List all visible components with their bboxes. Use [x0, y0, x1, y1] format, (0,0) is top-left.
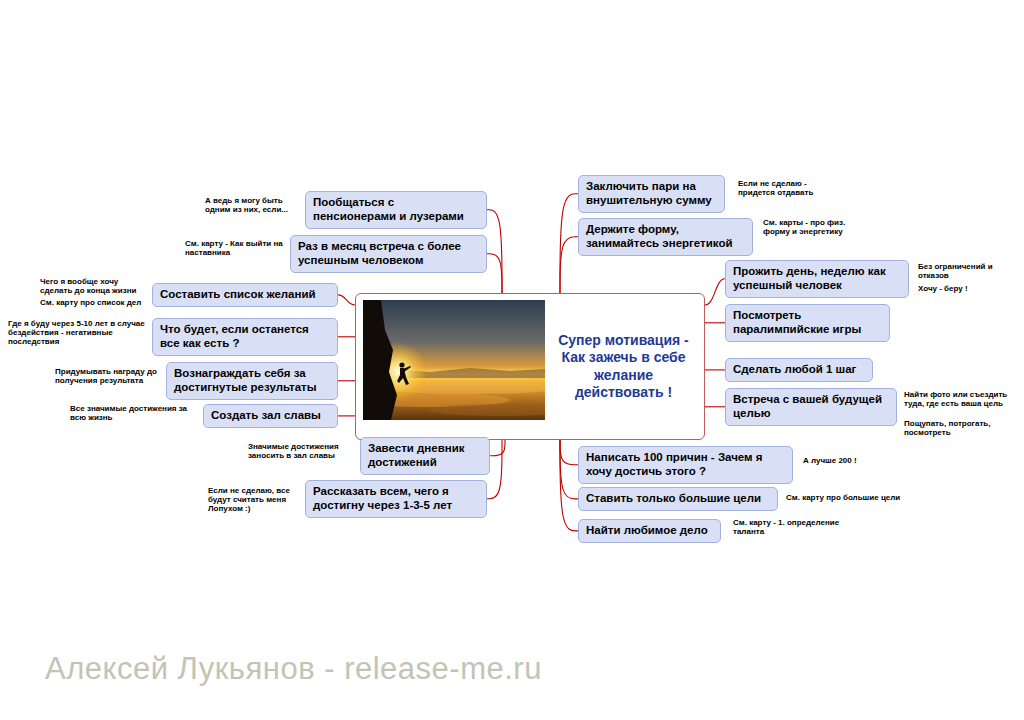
branch-connector [490, 440, 505, 456]
branch-box: Создать зал славы [203, 404, 338, 428]
branch-connector [705, 322, 725, 323]
note-text: Где я буду через 5-10 лет в случае безде… [8, 320, 148, 347]
branch-connector [705, 369, 725, 370]
branch-connector [338, 295, 355, 305]
branch-connector [560, 440, 578, 465]
note-text: Найти фото или съездить туда, где есть в… [904, 391, 1016, 409]
note-text: См. карту - Как выйти на наставника [185, 240, 285, 258]
branch-connector [338, 380, 355, 381]
branch-connector [705, 406, 725, 407]
central-topic: Супер мотивация - Как зажечь в себе жела… [355, 293, 705, 440]
branch-connector [560, 440, 578, 531]
branch-box: Сделать любой 1 шаг [725, 358, 873, 382]
branch-connector [487, 210, 502, 293]
branch-box: Ставить только большие цели [578, 487, 778, 511]
note-text: Придумывать награду до получения результ… [55, 368, 163, 386]
branch-box: Раз в месяц встреча с более успешным чел… [290, 235, 487, 273]
note-text: Без ограничений и отказов [918, 263, 1013, 281]
branch-box: Рассказать всем, чего я достигну через 1… [305, 480, 487, 518]
note-text: Все значимые достижения за всю жизнь [70, 405, 195, 423]
branch-box: Составить список желаний [152, 283, 338, 307]
branch-connector [487, 254, 502, 293]
note-text: А ведь я могу быть одним из них, если... [205, 197, 300, 215]
note-text: А лучше 200 ! [803, 457, 883, 466]
note-text: Если не сделаю, все будут считать меня Л… [208, 487, 300, 514]
note-text: Пощупать, потрогать, посмотреть [904, 420, 1016, 438]
node-text: Вознаграждать себя за достигнутые резуль… [174, 367, 330, 395]
branch-box: Посмотреть паралимпийские игры [725, 304, 890, 342]
note-text: См. карту про список дел [40, 299, 148, 308]
note-text: См. карту про большие цели [786, 494, 916, 503]
node-text: Что будет, если останется все как есть ? [160, 323, 330, 351]
central-ground [355, 293, 705, 440]
branch-box: Встреча с вашей будущей целью [725, 388, 897, 426]
branch-box: Держите форму, занимайтесь энергетикой [578, 218, 753, 256]
node-text: Прожить день, неделю как успешный челове… [733, 265, 901, 293]
branch-connector [487, 440, 502, 499]
branch-box: Прожить день, неделю как успешный челове… [725, 260, 909, 298]
branch-connector [338, 415, 355, 416]
node-text: Составить список желаний [160, 288, 330, 302]
branch-box: Заключить пари на внушительную сумму [578, 175, 725, 213]
note-text: Если не сделаю - придется отдавать [738, 180, 828, 198]
branch-box: Написать 100 причин - Зачем я хочу дости… [578, 446, 793, 484]
node-text: Супер мотивация - Как зажечь в себе жела… [551, 332, 696, 402]
branch-box: Вознаграждать себя за достигнутые резуль… [166, 362, 338, 400]
node-text: Ставить только большие цели [586, 492, 770, 506]
node-text: Пообщаться с пенсионерами и лузерами [313, 196, 479, 224]
branch-connector [338, 336, 355, 337]
note-text: Значимые достижения заносить в зал славы [248, 443, 353, 461]
node-text: Держите форму, занимайтесь энергетикой [586, 223, 745, 251]
branch-connector [560, 237, 578, 293]
node-text: Сделать любой 1 шаг [733, 363, 865, 377]
branch-connector [560, 194, 578, 293]
node-text: Рассказать всем, чего я достигну через 1… [313, 485, 479, 513]
branch-box: Завести дневник достижений [360, 437, 490, 475]
branch-connector [705, 279, 725, 305]
note-text: См. карту - 1. определение таланта [733, 519, 843, 537]
node-text: Посмотреть паралимпийские игры [733, 309, 882, 337]
note-text: См. карты - про физ. форму и энергетику [763, 219, 858, 237]
note-text: Чего я вообще хочу сделать до конца жизн… [40, 278, 148, 296]
sunset-photo [363, 300, 545, 420]
branch-box: Пообщаться с пенсионерами и лузерами [305, 191, 487, 229]
node-text: Создать зал славы [211, 409, 330, 423]
node-text: Раз в месяц встреча с более успешным чел… [298, 240, 479, 268]
branch-box: Что будет, если останется все как есть ? [152, 318, 338, 356]
note-text: Хочу - беру ! [918, 285, 1013, 294]
node-text: Написать 100 причин - Зачем я хочу дости… [586, 451, 785, 479]
watermark: Алексей Лукьянов - release-me.ru [45, 651, 542, 687]
node-text: Завести дневник достижений [368, 442, 482, 470]
node-text: Встреча с вашей будущей целью [733, 393, 889, 421]
node-text: Заключить пари на внушительную сумму [586, 180, 717, 208]
branch-box: Найти любимое дело [578, 519, 721, 543]
node-text: Найти любимое дело [586, 524, 713, 538]
branch-connector [560, 440, 578, 499]
